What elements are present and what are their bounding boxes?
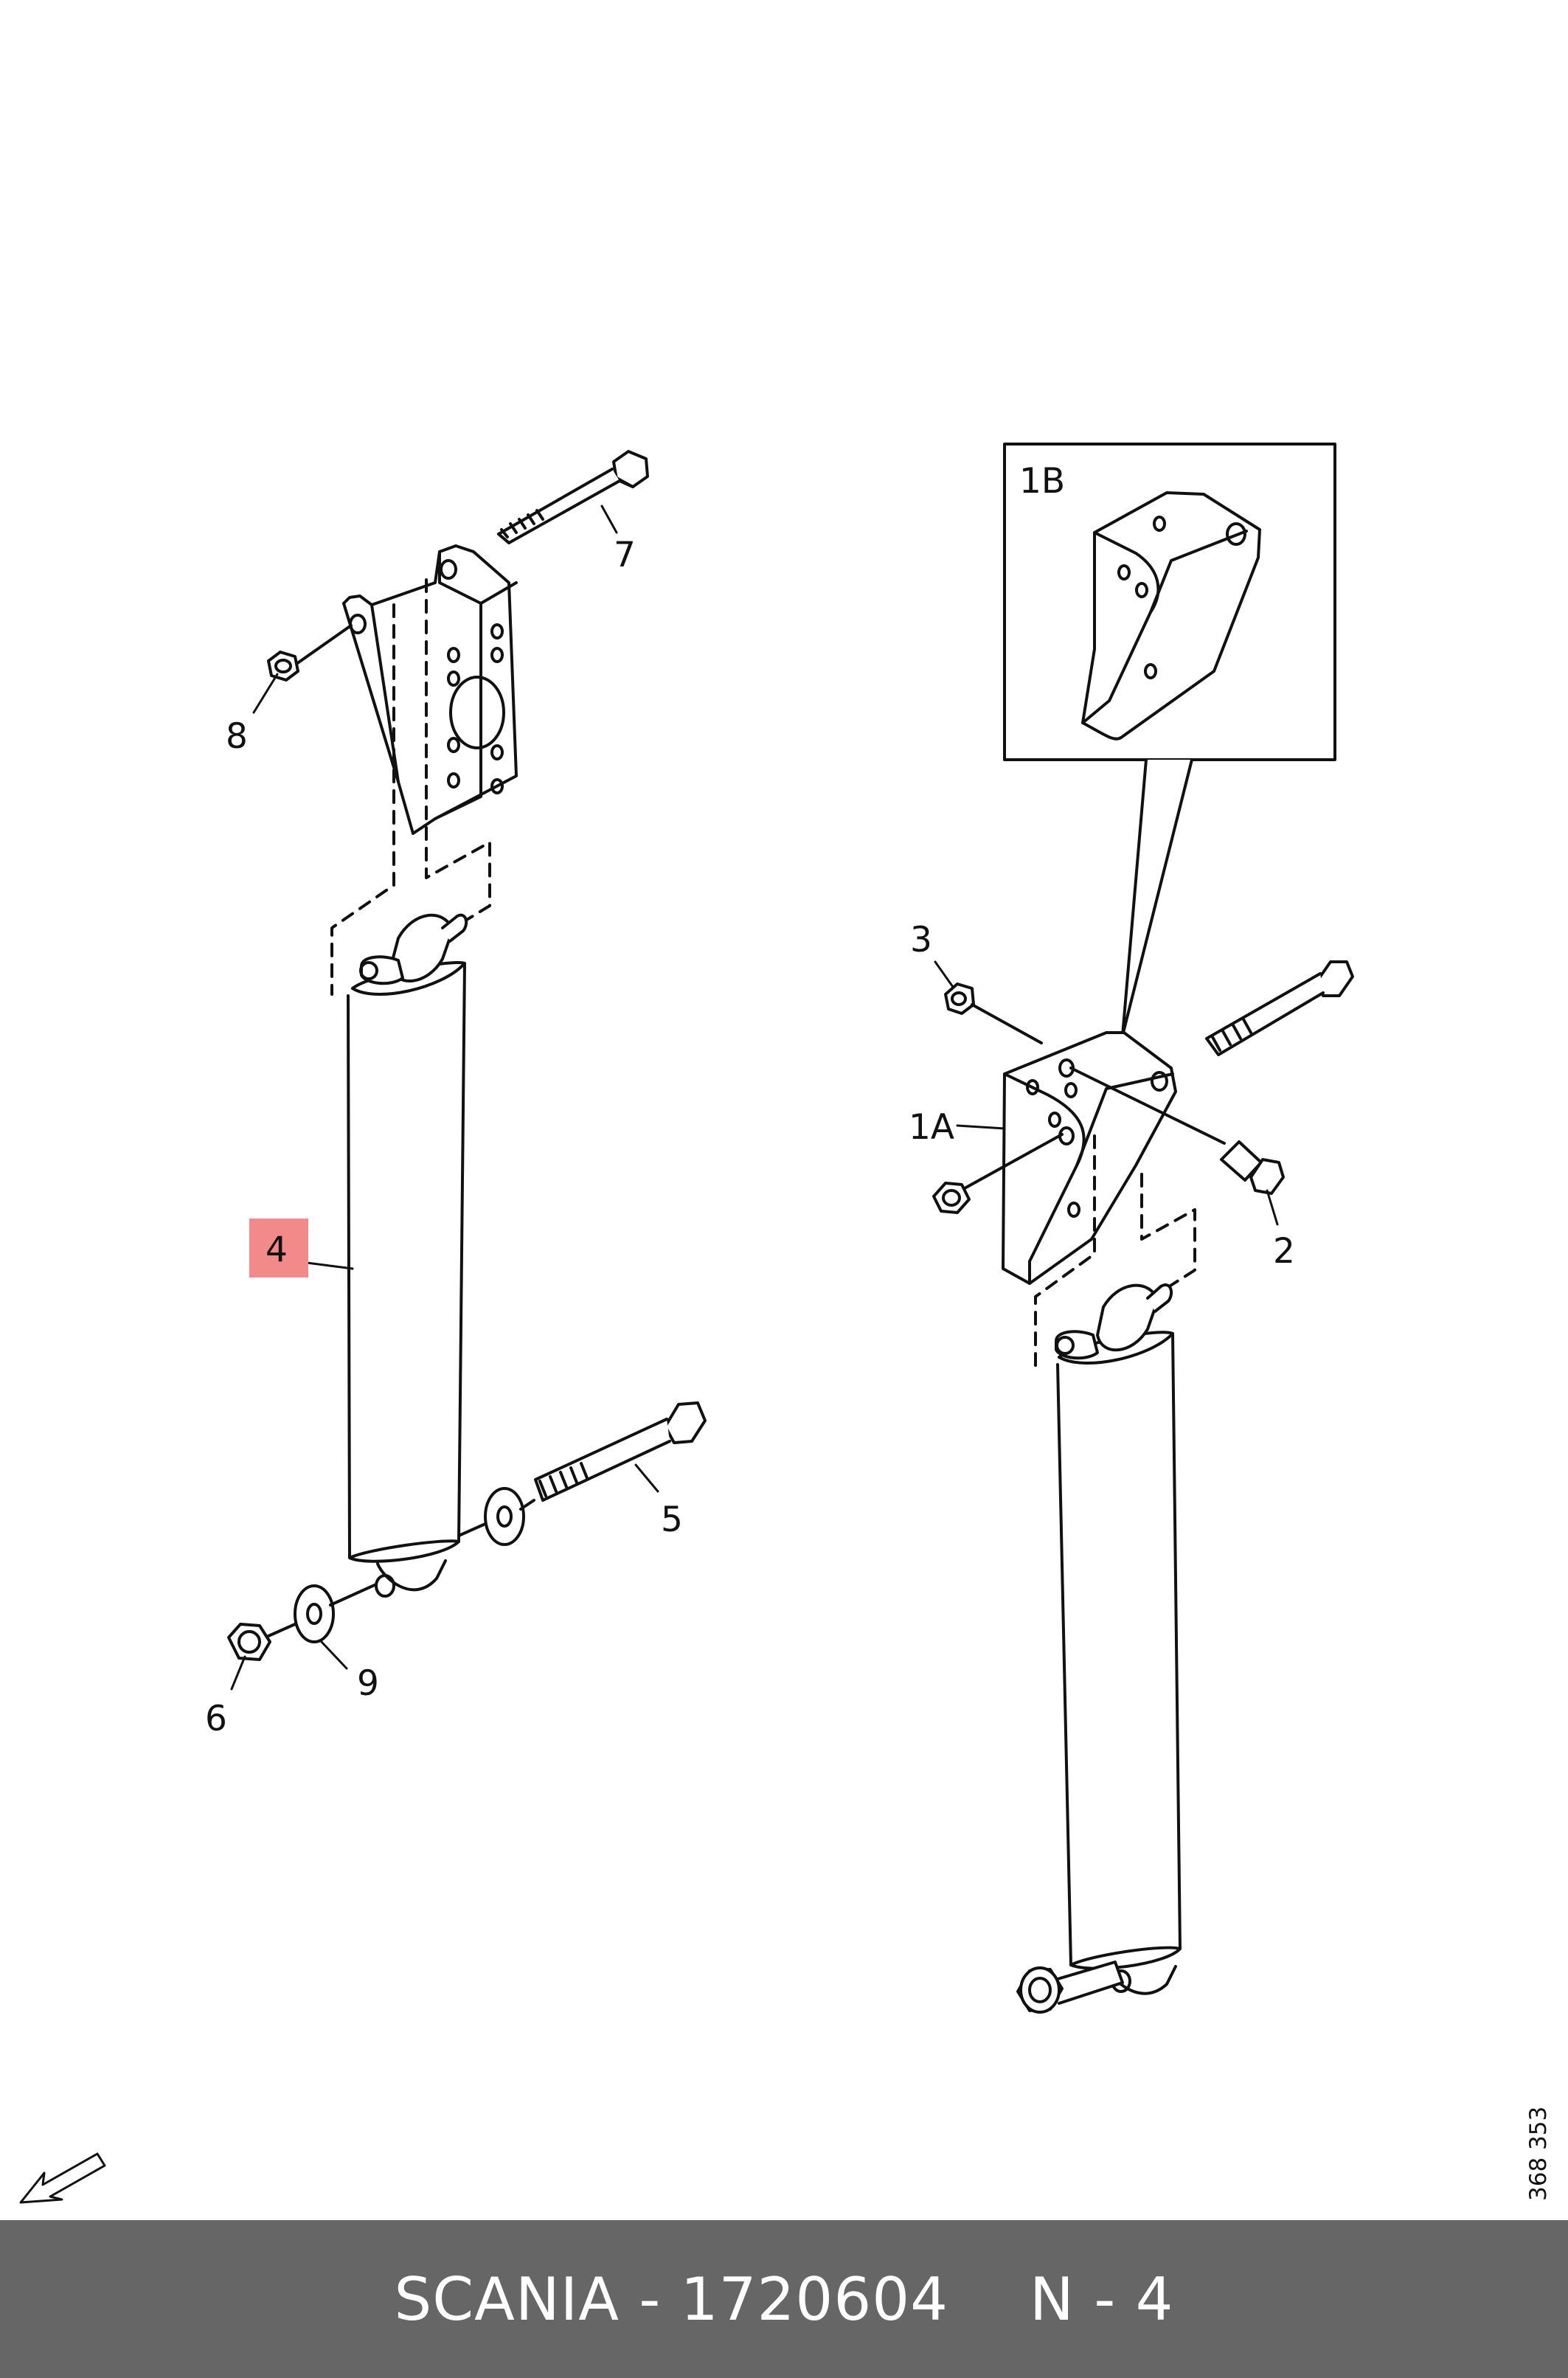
shock-absorber-4 [347, 913, 468, 1598]
washer-9 [294, 1583, 378, 1643]
shock-absorber-right [1016, 1283, 1182, 2014]
callout-7: 7 [614, 535, 636, 575]
bracket-1a [1002, 1031, 1177, 1285]
callout-8: 8 [226, 716, 248, 757]
highlight-part-4 [249, 1219, 308, 1278]
footer-position-value: 4 [1135, 2264, 1174, 2334]
callout-1a: 1A [909, 1107, 954, 1148]
detail-pointer [1121, 758, 1193, 1037]
orientation-arrow-icon [19, 2152, 106, 2204]
nut-6 [227, 1623, 296, 1661]
drawing-code: 368 353 [1525, 2107, 1552, 2201]
callout-4: 4 [266, 1230, 288, 1270]
footer-position-separator: - [1094, 2264, 1117, 2334]
bolt-1a-upper [1205, 960, 1354, 1056]
nut-1a-lower [932, 1182, 971, 1214]
callout-5: 5 [661, 1500, 683, 1540]
alignment-dashes-right [1034, 1134, 1196, 1367]
washer-5 [457, 1487, 535, 1546]
bolt-2 [1069, 1067, 1285, 1195]
callout-9: 9 [357, 1663, 379, 1704]
footer-separator: - [639, 2264, 662, 2334]
bolt-5 [534, 1401, 707, 1502]
callout-2: 2 [1273, 1231, 1295, 1272]
bolt-7 [497, 450, 649, 544]
footer-position-prefix: N [1030, 2264, 1075, 2334]
bracket-1b [1081, 491, 1261, 741]
callout-3: 3 [910, 920, 932, 960]
alignment-dashes-left [330, 578, 491, 996]
bracket-upper-left [342, 544, 518, 835]
nut-8 [267, 624, 353, 682]
right-bracket-assembly [932, 443, 1354, 2014]
footer-brand: SCANIA [394, 2264, 620, 2334]
footer-bar: SCANIA - 1720604 N - 4 [0, 2220, 1568, 2378]
footer-part-number: 1720604 [680, 2264, 949, 2334]
leader-lines [230, 505, 1279, 1691]
callout-6: 6 [205, 1699, 227, 1739]
parts-diagram: 7 8 4 5 6 9 1B 3 1A 2 368 353 [19, 443, 1552, 2204]
left-bracket-assembly [227, 450, 707, 1661]
callout-1b: 1B [1019, 461, 1065, 502]
nut-3 [944, 982, 1043, 1044]
